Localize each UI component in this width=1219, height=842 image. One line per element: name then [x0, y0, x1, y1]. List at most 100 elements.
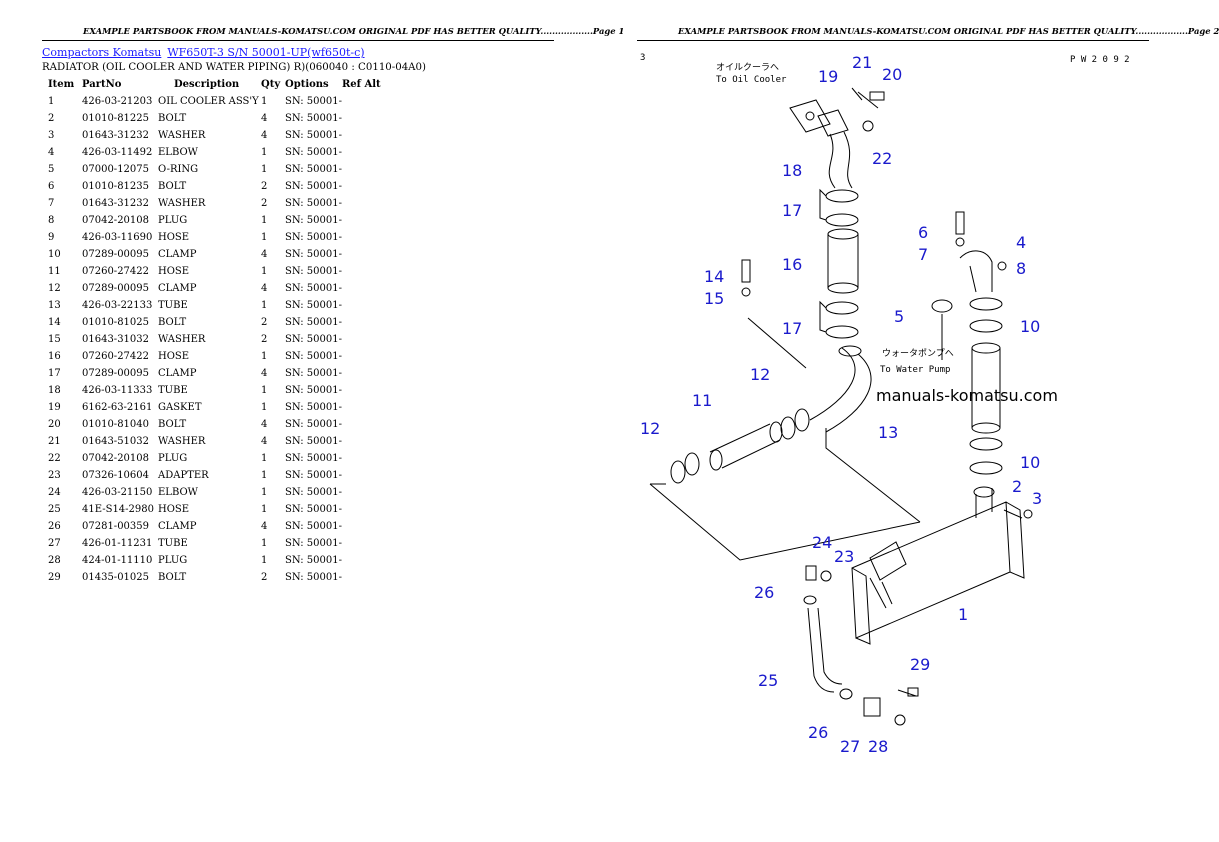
callout-7: 7 [918, 245, 928, 264]
column-header-options: Options [285, 79, 329, 90]
cell-description: GASKET [158, 402, 202, 413]
cell-qty: 2 [261, 181, 268, 192]
cell-item: 15 [48, 334, 61, 345]
column-header-item: Item [48, 79, 75, 90]
cell-partno: 01643-31032 [82, 334, 150, 345]
breadcrumb: Compactors Komatsu WF650T-3 S/N 50001-UP(… [42, 46, 371, 59]
cell-description: WASHER [158, 334, 206, 345]
cell-options: SN: 50001- [285, 283, 342, 294]
cell-description: WASHER [158, 130, 206, 141]
callout-20: 20 [882, 65, 902, 84]
callout-16: 16 [782, 255, 802, 274]
callout-11: 11 [692, 391, 712, 410]
cell-qty: 4 [261, 130, 268, 141]
cell-options: SN: 50001- [285, 130, 342, 141]
cell-description: TUBE [158, 538, 188, 549]
cell-ref-alt [342, 399, 382, 416]
column-header-partno: PartNo [82, 79, 122, 90]
cell-partno: 426-03-11333 [82, 385, 153, 396]
cell-item: 18 [48, 385, 61, 396]
parts-table: Item PartNo Description Qty Options Ref … [44, 76, 382, 586]
gasket-19-drawing [789, 99, 831, 133]
cell-partno: 07289-00095 [82, 368, 150, 379]
cell-item: 17 [48, 368, 61, 379]
cell-options: SN: 50001- [285, 504, 342, 515]
cell-item: 27 [48, 538, 61, 549]
cell-options: SN: 50001- [285, 402, 342, 413]
cell-options: SN: 50001- [285, 317, 342, 328]
corner-mark: 3 [640, 53, 645, 63]
cell-ref-alt [342, 552, 382, 569]
cell-ref-alt [342, 416, 382, 433]
cell-description: ADAPTER [158, 470, 209, 481]
cell-qty: 4 [261, 249, 268, 260]
cell-qty: 1 [261, 215, 268, 226]
cell-item: 4 [48, 147, 55, 158]
cell-item: 10 [48, 249, 61, 260]
cell-options: SN: 50001- [285, 385, 342, 396]
cell-item: 16 [48, 351, 61, 362]
cell-ref-alt [342, 314, 382, 331]
breadcrumb-link-compactors[interactable]: Compactors Komatsu [42, 46, 162, 59]
callout-24: 24 [812, 533, 832, 552]
cell-ref-alt [342, 178, 382, 195]
cell-qty: 4 [261, 283, 268, 294]
cell-options: SN: 50001- [285, 113, 342, 124]
exploded-parts-diagram: 3 P W 2 0 9 2 オイルクーラへ To Oil Cooler ウォータ… [640, 53, 1130, 756]
cell-ref-alt [342, 331, 382, 348]
cell-ref-alt [342, 110, 382, 127]
column-header-qty: Qty [261, 79, 281, 90]
hose-16-drawing [827, 234, 859, 288]
cell-item: 25 [48, 504, 61, 515]
cell-ref-alt [342, 518, 382, 535]
cell-description: CLAMP [158, 521, 197, 532]
callout-26-upper: 26 [754, 583, 774, 602]
callout-10-upper: 10 [1020, 317, 1040, 336]
column-header-description: Description [174, 79, 240, 90]
cell-qty: 2 [261, 334, 268, 345]
cell-options: SN: 50001- [285, 351, 342, 362]
cell-item: 3 [48, 130, 55, 141]
callout-21: 21 [852, 53, 872, 72]
tube-18-drawing [817, 109, 853, 189]
cell-description: BOLT [158, 317, 187, 328]
callout-19: 19 [818, 67, 838, 86]
cell-qty: 1 [261, 538, 268, 549]
cell-ref-alt [342, 535, 382, 552]
cell-options: SN: 50001- [285, 555, 342, 566]
hose-25-drawing [807, 607, 843, 693]
cell-ref-alt [342, 144, 382, 161]
cell-options: SN: 50001- [285, 249, 342, 260]
cell-ref-alt [342, 161, 382, 178]
cell-ref-alt [342, 229, 382, 246]
cell-qty: 1 [261, 555, 268, 566]
cell-options: SN: 50001- [285, 147, 342, 158]
cell-item: 9 [48, 232, 55, 243]
cell-description: HOSE [158, 504, 190, 515]
callout-28: 28 [868, 737, 888, 756]
cell-partno: 426-01-11231 [82, 538, 153, 549]
breadcrumb-link-model[interactable]: WF650T-3 S/N 50001-UP(wf650t-c) [167, 46, 365, 59]
cell-ref-alt [342, 433, 382, 450]
hose-11-drawing [709, 423, 781, 469]
callout-3: 3 [1032, 489, 1042, 508]
column-header-ref-alt: Ref Alt [341, 79, 381, 90]
cell-options: SN: 50001- [285, 368, 342, 379]
cell-partno: 01010-81225 [82, 113, 150, 124]
cell-item: 7 [48, 198, 55, 209]
callout-12-upper: 12 [750, 365, 770, 384]
callout-13: 13 [878, 423, 898, 442]
callout-5: 5 [894, 307, 904, 326]
cell-item: 19 [48, 402, 61, 413]
